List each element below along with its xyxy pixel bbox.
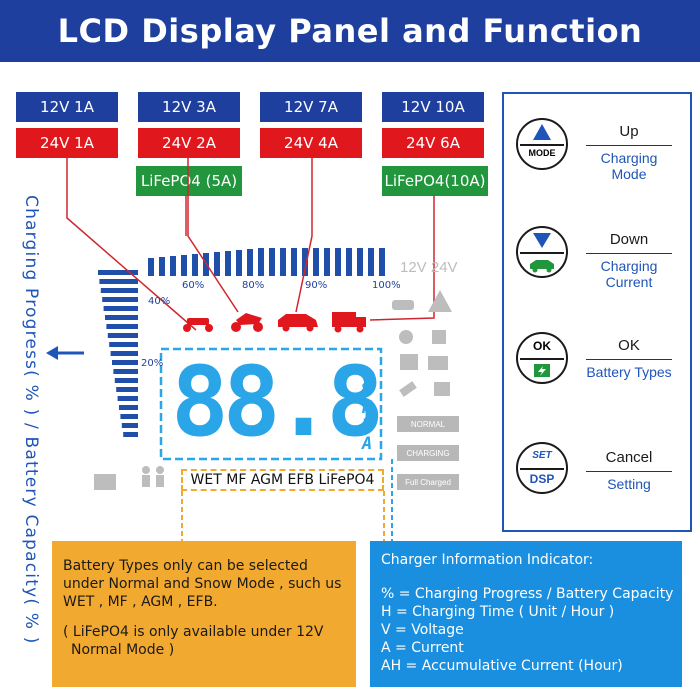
progress-segment	[106, 324, 138, 329]
progress-segment	[346, 248, 352, 276]
tick-20: 20%	[141, 358, 164, 369]
progress-segment	[107, 333, 138, 338]
status-full-charged: Full Charged	[397, 474, 459, 490]
battery-charge-icon	[534, 364, 550, 377]
progress-segment	[116, 387, 138, 392]
car-icon	[278, 314, 318, 332]
progress-segment	[148, 258, 154, 276]
preset-1-24v: 24V 1A	[16, 128, 118, 158]
set-button-label: Cancel Setting	[586, 450, 672, 492]
progress-segment	[302, 248, 308, 276]
preset-3-24v: 24V 4A	[260, 128, 362, 158]
progress-segment	[313, 248, 319, 276]
down-button[interactable]	[516, 226, 568, 278]
progress-segment	[357, 248, 363, 276]
progress-segment	[236, 250, 242, 276]
progress-segment	[170, 256, 176, 276]
truck-icon	[332, 312, 366, 333]
preset-4-12v: 12V 10A	[382, 92, 484, 122]
progress-segment	[110, 351, 138, 356]
progress-segment	[324, 248, 330, 276]
charger-indicator-box: Charger Information Indicator: % = Charg…	[370, 541, 682, 687]
progress-segment	[117, 396, 138, 401]
dsp-key-label: DSP	[529, 472, 555, 486]
progress-segment	[214, 252, 220, 276]
lcd-digits: 88.8	[171, 346, 384, 458]
battery-type-note: Battery Types only can be selected under…	[52, 541, 356, 687]
progress-segment	[379, 248, 385, 276]
unit-percent: %	[362, 380, 373, 400]
ok-button[interactable]: OK	[516, 332, 568, 384]
tick-40: 40%	[148, 296, 171, 307]
tick-100: 100%	[372, 280, 401, 291]
set-button[interactable]: SET DSP	[516, 442, 568, 494]
status-charging: CHARGING	[397, 445, 459, 461]
mode-key-label: MODE	[528, 148, 556, 158]
mode-button[interactable]: MODE	[516, 118, 568, 170]
progress-segment	[225, 251, 231, 276]
preset-4-24v: 24V 6A	[382, 128, 484, 158]
down-triangle-icon	[533, 233, 551, 248]
progress-segment	[335, 248, 341, 276]
down-button-label: Down Charging Current	[586, 232, 672, 290]
progress-segment	[112, 360, 138, 365]
progress-segment	[98, 270, 138, 275]
preset-2-lifepo4: LiFePO4 (5A)	[136, 166, 242, 196]
progress-segment	[258, 248, 264, 276]
progress-segment	[102, 297, 138, 302]
motorcycle-icon	[231, 313, 263, 332]
tick-60: 60%	[182, 280, 205, 291]
progress-segment	[100, 288, 138, 293]
progress-segment	[113, 369, 138, 374]
car-icon-green	[530, 260, 554, 273]
preset-4-lifepo4: LiFePO4(10A)	[382, 166, 488, 196]
tick-80: 80%	[242, 280, 265, 291]
up-triangle-icon	[533, 124, 551, 140]
progress-segment	[109, 342, 138, 347]
unit-h: H	[362, 398, 373, 418]
status-normal: NORMAL	[397, 416, 459, 432]
preset-2-24v: 24V 2A	[138, 128, 240, 158]
page-title: LCD Display Panel and Function	[0, 0, 700, 62]
voltage-label: 12V 24V	[400, 259, 458, 276]
progress-segment	[291, 248, 297, 276]
tick-90: 90%	[305, 280, 328, 291]
ok-button-label: OK Battery Types	[586, 337, 672, 380]
unit-v: V	[362, 416, 373, 436]
preset-2-12v: 12V 3A	[138, 92, 240, 122]
arrow-left-icon	[46, 346, 86, 360]
progress-segment	[114, 378, 138, 383]
progress-segment	[120, 414, 138, 419]
progress-segment	[123, 432, 138, 437]
battery-types-strip: WET MF AGM EFB LiFePO4	[181, 469, 384, 491]
ok-key-label: OK	[533, 339, 551, 353]
preset-1-12v: 12V 1A	[16, 92, 118, 122]
progress-segment	[181, 255, 187, 276]
progress-segment	[269, 248, 275, 276]
progress-segment	[280, 248, 286, 276]
progress-segment	[247, 249, 253, 276]
progress-segment	[105, 315, 138, 320]
progress-segment	[103, 306, 138, 311]
progress-segment	[99, 279, 138, 284]
unit-a: A	[362, 434, 373, 454]
progress-segment	[121, 423, 138, 428]
progress-segment	[368, 248, 374, 276]
mode-button-label: Up Charging Mode	[586, 124, 672, 182]
preset-3-12v: 12V 7A	[260, 92, 362, 122]
scooter-icon	[183, 318, 213, 332]
progress-segment	[192, 254, 198, 276]
set-key-label: SET	[532, 450, 552, 461]
button-panel: MODE Up Charging Mode Down Charging Curr…	[502, 92, 692, 532]
progress-segment	[159, 257, 165, 276]
progress-segment	[119, 405, 138, 410]
